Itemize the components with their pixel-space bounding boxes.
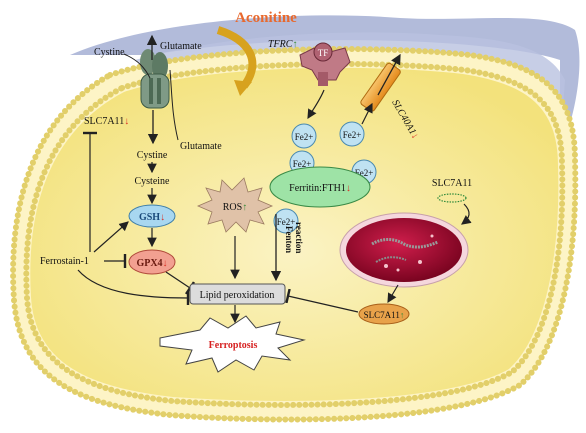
- fenton-label: Fenton: [284, 226, 294, 253]
- cytoplasm: [30, 67, 559, 401]
- tf-label: TF: [318, 48, 329, 58]
- svg-text:Fe2+: Fe2+: [277, 217, 296, 227]
- glutamate-inner-label: Glutamate: [180, 141, 222, 152]
- lipid-peroxidation-label: Lipid peroxidation: [200, 290, 275, 301]
- svg-text:Fe2+: Fe2+: [355, 168, 374, 178]
- gpx4-label: GPX4↓: [136, 258, 167, 269]
- ros-node: [196, 177, 274, 233]
- ferrostain-label: Ferrostain-1: [40, 256, 89, 267]
- svg-text:Fe2+: Fe2+: [343, 130, 362, 140]
- system-xc-transporter: [140, 49, 170, 109]
- slc7a11-left-label: SLC7A11↓: [84, 116, 129, 127]
- fe-ion-b: Fe2+: [339, 121, 365, 147]
- tfrc-receptor: [299, 42, 351, 86]
- slc7a11-right-label: SLC7A11: [432, 178, 472, 189]
- fenton-label-2: reaction: [294, 222, 304, 253]
- ferroptosis-label: Ferroptosis: [209, 340, 258, 351]
- extracellular-region: [70, 15, 580, 151]
- slc7a11-ring: [437, 193, 467, 203]
- svg-text:Fe2+: Fe2+: [295, 132, 314, 142]
- cystine-top-label: Cystine: [94, 47, 125, 58]
- lysosome: [339, 212, 469, 288]
- glutamate-top-label: Glutamate: [160, 41, 202, 52]
- slc7a11-bottom-node: [358, 303, 410, 325]
- svg-text:Fe2+: Fe2+: [293, 159, 312, 169]
- aconitine-title: Aconitine: [235, 10, 297, 26]
- ros-label: ROS↑: [223, 202, 247, 213]
- lipid-peroxidation-node: [189, 283, 286, 305]
- gsh-node: [128, 204, 176, 228]
- ferritin-label: Ferritin:FTH1↓: [289, 183, 351, 194]
- cysteine-label: Cysteine: [135, 176, 171, 187]
- ferroptosis-burst: [159, 315, 306, 373]
- gpx4-node: [128, 249, 176, 275]
- aconitine-arrow: [216, 26, 257, 89]
- slc7a11-bottom-label: SLC7A11↑: [364, 310, 405, 320]
- fe-ion-a: Fe2+: [291, 123, 317, 149]
- gsh-label: GSH↓: [139, 212, 165, 223]
- cystine-inner-label: Cystine: [137, 150, 168, 161]
- ferritin-node: [269, 166, 371, 208]
- fe-ion-e: Fe2+: [273, 208, 299, 234]
- tfrc-label: TFRC↑: [268, 39, 297, 50]
